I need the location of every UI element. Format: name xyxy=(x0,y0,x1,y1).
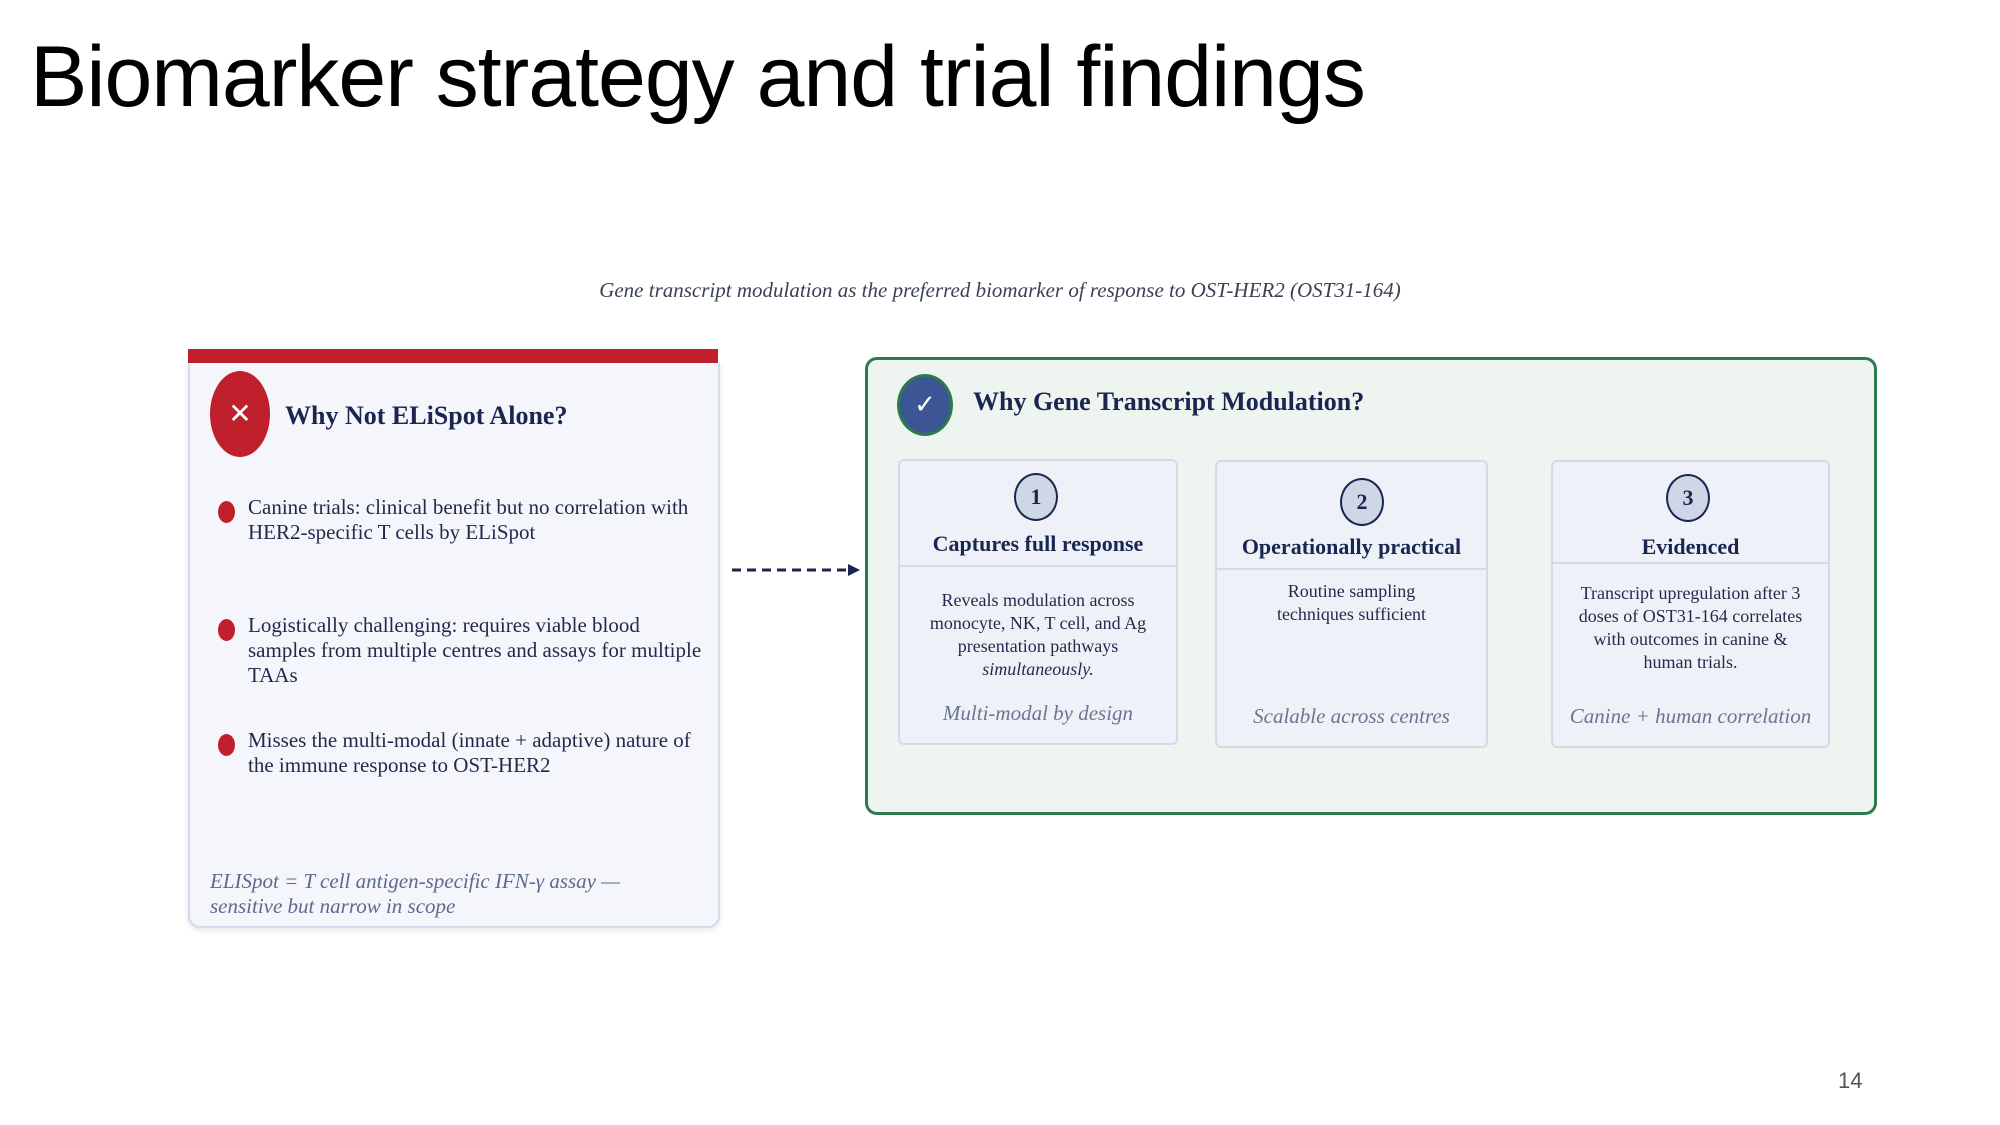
slide-subtitle: Gene transcript modulation as the prefer… xyxy=(599,278,1401,302)
card-body-text: Reveals modulation across monocyte, NK, … xyxy=(929,590,1147,656)
bullet-text: Logistically challenging: requires viabl… xyxy=(248,613,702,687)
card-title: Operationally practical xyxy=(1241,534,1462,559)
card-divider xyxy=(1217,568,1486,570)
list-item: Logistically challenging: requires viabl… xyxy=(218,613,708,688)
elispot-panel-heading: Why Not ELiSpot Alone? xyxy=(285,401,568,430)
card-title: Captures full response xyxy=(932,531,1144,556)
card-body: Transcript upregulation after 3 doses of… xyxy=(1578,583,1803,672)
card-divider xyxy=(1553,562,1828,564)
gene-transcript-panel-heading: Why Gene Transcript Modulation? xyxy=(973,387,1365,416)
bullet-dot-icon xyxy=(218,619,235,641)
gene-transcript-panel: ✓ Why Gene Transcript Modulation? 1 Capt… xyxy=(865,357,1877,815)
card-body: Reveals modulation across monocyte, NK, … xyxy=(910,589,1166,681)
list-item: Canine trials: clinical benefit but no c… xyxy=(218,495,708,545)
card-evidenced: 3 Evidenced Transcript upregulation afte… xyxy=(1551,460,1830,748)
check-icon: ✓ xyxy=(897,374,953,436)
card-body-emphasis: simultaneously. xyxy=(982,659,1094,679)
x-icon: ✕ xyxy=(210,371,270,457)
card-tagline: Multi-modal by design xyxy=(942,701,1134,725)
dashed-arrow-icon xyxy=(732,564,860,576)
list-item: Misses the multi-modal (innate + adaptiv… xyxy=(218,728,708,778)
bullet-dot-icon xyxy=(218,734,235,756)
page-number: 14 xyxy=(1838,1068,1863,1093)
bullet-text: Canine trials: clinical benefit but no c… xyxy=(248,495,689,544)
card-title: Evidenced xyxy=(1641,534,1740,559)
card-tagline: Scalable across centres xyxy=(1253,704,1450,728)
left-panel-accent-bar xyxy=(188,349,718,363)
bullet-text: Misses the multi-modal (innate + adaptiv… xyxy=(248,728,691,777)
bullet-dot-icon xyxy=(218,501,235,523)
card-divider xyxy=(900,565,1176,567)
elispot-panel: ✕ Why Not ELiSpot Alone? Canine trials: … xyxy=(188,363,720,928)
card-number-badge: 1 xyxy=(1014,473,1058,521)
card-number-badge: 2 xyxy=(1340,478,1384,526)
card-tagline: Canine + human correlation xyxy=(1569,704,1812,728)
elispot-footnote: ELISpot = T cell antigen-specific IFN-γ … xyxy=(210,869,620,918)
card-operationally-practical: 2 Operationally practical Routine sampli… xyxy=(1215,460,1488,748)
card-body: Routine sampling techniques sufficient xyxy=(1276,581,1427,624)
card-number-badge: 3 xyxy=(1666,474,1710,522)
card-captures-full-response: 1 Captures full response Reveals modulat… xyxy=(898,459,1178,745)
slide-title: Biomarker strategy and trial findings xyxy=(30,29,1366,125)
